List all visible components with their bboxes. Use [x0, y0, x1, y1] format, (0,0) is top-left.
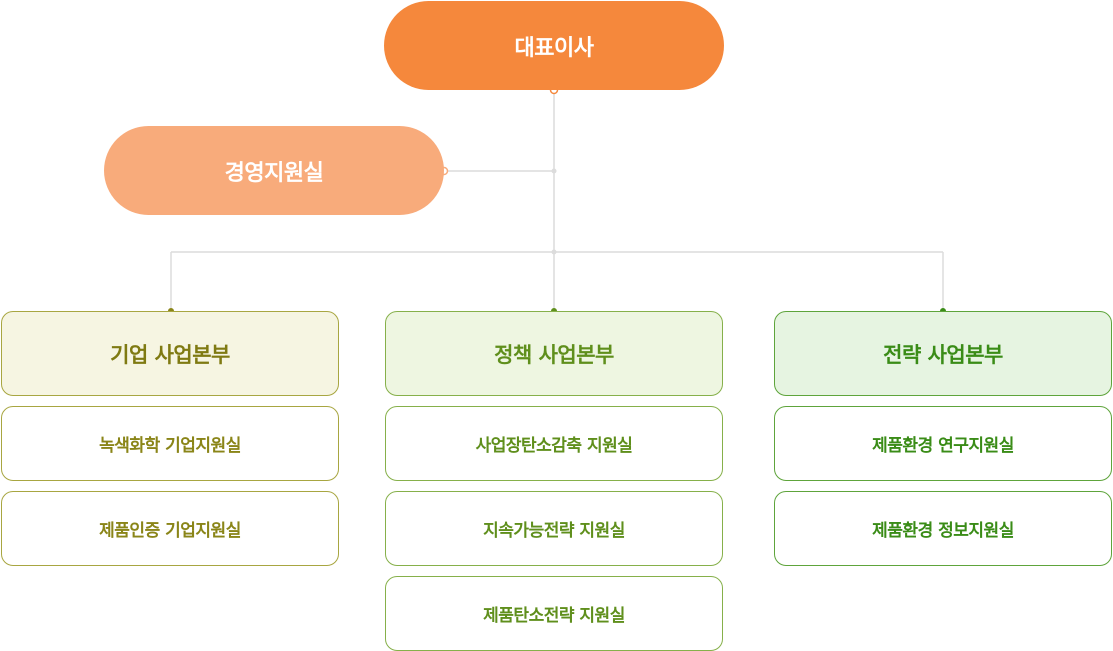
division-2-office-2: 지속가능전략 지원실	[385, 491, 723, 566]
division-1-office-2: 제품인증 기업지원실	[1, 491, 339, 566]
division-2-office-3: 제품탄소전략 지원실	[385, 576, 723, 651]
management-office-node: 경영지원실	[104, 126, 444, 215]
division-3-office-1: 제품환경 연구지원실	[774, 406, 1112, 481]
division-2-office-1: 사업장탄소감축 지원실	[385, 406, 723, 481]
division-3-header: 전략 사업본부	[774, 311, 1112, 396]
branch-junction-dot	[551, 168, 557, 174]
division-3-office-2: 제품환경 정보지원실	[774, 491, 1112, 566]
ceo-node: 대표이사	[384, 1, 724, 90]
division-2-header: 정책 사업본부	[385, 311, 723, 396]
division-1-office-1: 녹색화학 기업지원실	[1, 406, 339, 481]
division-1-header: 기업 사업본부	[1, 311, 339, 396]
divisions-junction-dot	[551, 249, 557, 255]
